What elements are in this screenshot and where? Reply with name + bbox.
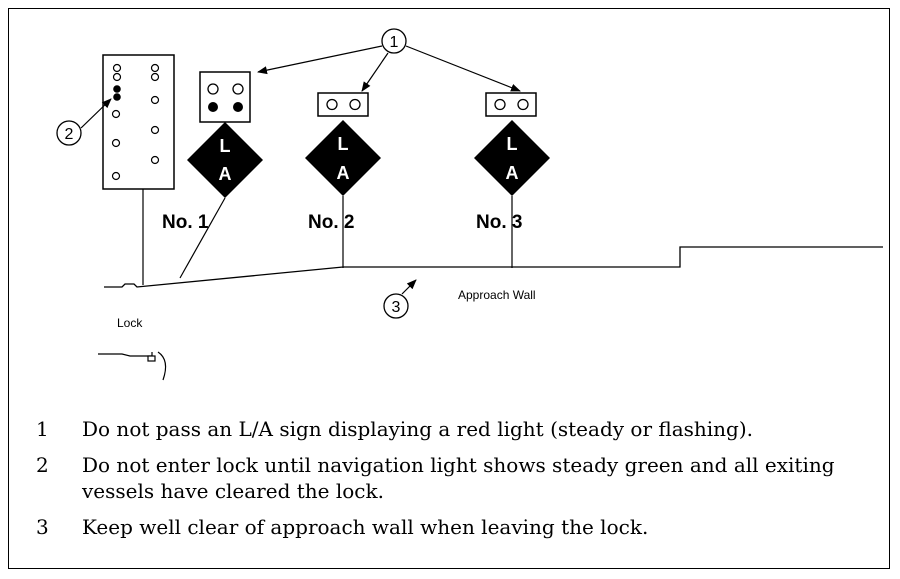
callout-2: 2 bbox=[56, 98, 112, 146]
note-item: 1 Do not pass an L/A sign displaying a r… bbox=[36, 416, 876, 442]
svg-text:No. 2: No. 2 bbox=[308, 212, 354, 233]
note-text: Keep well clear of approach wall when le… bbox=[82, 515, 649, 539]
svg-text:A: A bbox=[219, 164, 232, 184]
note-item: 3 Keep well clear of approach wall when … bbox=[36, 514, 876, 540]
callout-3: 3 bbox=[383, 279, 417, 319]
figure-frame bbox=[8, 8, 890, 569]
note-number: 1 bbox=[36, 417, 49, 441]
lock-approach-diagram: 1 2 L A No. 1 bbox=[56, 28, 883, 381]
navigation-light-panel bbox=[102, 54, 175, 285]
svg-text:2: 2 bbox=[65, 126, 74, 143]
notes-list: 1 Do not pass an L/A sign displaying a r… bbox=[36, 416, 876, 540]
note-item: 2 Do not enter lock until navigation lig… bbox=[36, 452, 876, 504]
note-text: Do not pass an L/A sign displaying a red… bbox=[82, 417, 754, 441]
svg-text:A: A bbox=[506, 163, 519, 183]
svg-text:No. 3: No. 3 bbox=[476, 212, 522, 233]
callout-1: 1 bbox=[381, 28, 407, 54]
svg-text:3: 3 bbox=[392, 299, 401, 316]
note-number: 2 bbox=[36, 453, 49, 477]
la-sign-3: L A No. 3 bbox=[474, 92, 550, 268]
svg-text:1: 1 bbox=[390, 34, 399, 51]
la-sign-2: L A No. 2 bbox=[305, 92, 381, 268]
lock-gate-detail bbox=[98, 351, 167, 381]
callout-1-arrows bbox=[257, 45, 521, 92]
la-sign-1: L A No. 1 bbox=[162, 71, 263, 279]
note-number: 3 bbox=[36, 515, 49, 539]
lock-label: Lock bbox=[117, 316, 143, 330]
svg-text:A: A bbox=[337, 163, 350, 183]
note-text: Do not enter lock until navigation light… bbox=[82, 453, 835, 503]
approach-wall bbox=[104, 246, 883, 288]
svg-text:L: L bbox=[220, 136, 231, 156]
svg-text:No. 1: No. 1 bbox=[162, 212, 209, 233]
svg-text:L: L bbox=[338, 134, 349, 154]
svg-text:L: L bbox=[507, 134, 518, 154]
approach-wall-label: Approach Wall bbox=[458, 288, 536, 302]
